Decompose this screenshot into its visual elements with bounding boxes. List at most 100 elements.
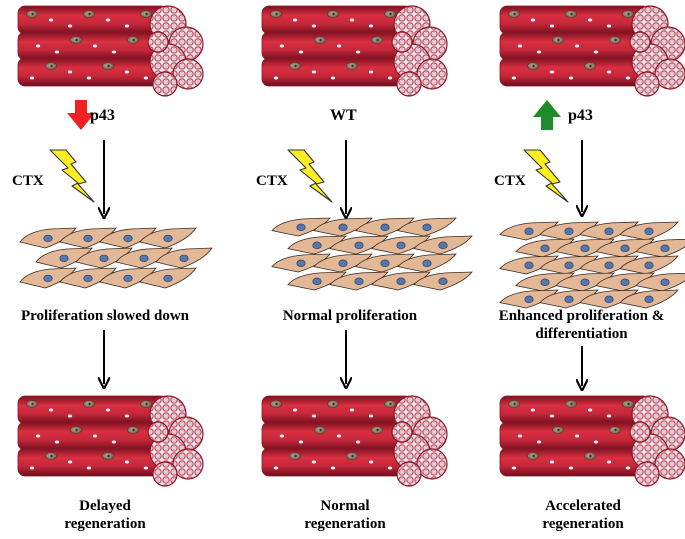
- muscle-fibre: [499, 447, 651, 477]
- lightning-bolt-icon: [49, 149, 95, 203]
- outcome-label-col3-line2: regeneration: [542, 516, 624, 532]
- myoblast-cell: [99, 227, 157, 249]
- proliferation-label-col1: Proliferation slowed down: [20, 308, 190, 324]
- myoblast-cluster-icon: [499, 221, 685, 309]
- myoblast-cell: [619, 221, 679, 241]
- myoblast-cell: [539, 221, 599, 241]
- muscle-fibre: [499, 395, 651, 425]
- myoblast-cell: [99, 267, 157, 289]
- myoblast-cell: [271, 253, 331, 273]
- myoblast-cell: [397, 217, 457, 237]
- myoblast-cell: [499, 221, 559, 241]
- arrow-down-icon: [67, 100, 95, 130]
- muscle-bundle-bottom-icon: [261, 395, 448, 487]
- myoblast-cell: [579, 221, 639, 241]
- muscle-fibre: [261, 5, 413, 35]
- myoblast-cell: [555, 272, 615, 292]
- myoblast-cluster-icon: [271, 217, 473, 291]
- myoblast-cell: [59, 267, 117, 289]
- myoblast-cell: [499, 289, 559, 309]
- myoblast-cell: [19, 267, 77, 289]
- myoblast-cell: [35, 247, 93, 269]
- muscle-fibre: [261, 57, 413, 87]
- condition-label-col2: WT: [330, 107, 357, 124]
- column-low-p43: [17, 5, 213, 487]
- myoblast-cell: [595, 238, 655, 258]
- myoblast-cell: [579, 289, 639, 309]
- arrow-up-icon: [533, 100, 561, 130]
- column-wt: [261, 5, 473, 487]
- muscle-fibre: [17, 395, 169, 425]
- muscle-fibre: [261, 421, 413, 451]
- myoblast-cell: [595, 272, 655, 292]
- myoblast-cell: [19, 227, 77, 249]
- fibre-cross-section: [629, 5, 685, 97]
- muscle-fibre: [17, 5, 169, 35]
- muscle-fibre: [499, 5, 651, 35]
- fibre-cross-section: [391, 395, 448, 487]
- muscle-fibre: [17, 447, 169, 477]
- injury-label-col1: CTX: [12, 173, 44, 189]
- myoblast-cell: [515, 272, 575, 292]
- myoblast-cell: [271, 217, 331, 237]
- myoblast-cell: [139, 227, 197, 249]
- myoblast-cell: [619, 289, 679, 309]
- lightning-bolt-icon: [287, 149, 333, 203]
- myoblast-cell: [371, 271, 431, 291]
- myoblast-cell: [579, 255, 639, 275]
- muscle-fibre: [261, 447, 413, 477]
- proliferation-label-col3-line1: Enhanced proliferation &: [498, 308, 665, 324]
- outcome-label-col2-line1: Normal: [320, 498, 370, 514]
- myoblast-cell: [59, 227, 117, 249]
- muscle-fibre: [261, 395, 413, 425]
- myoblast-cell: [499, 255, 559, 275]
- myoblast-cell: [115, 247, 173, 269]
- proliferation-label-col2: Normal proliferation: [282, 308, 418, 324]
- condition-label-col1: p43: [90, 107, 115, 124]
- muscle-fibre: [499, 57, 651, 87]
- outcome-label-col3-line1: Accelerated: [545, 498, 621, 514]
- fibre-cross-section: [147, 5, 204, 97]
- muscle-bundle-bottom-icon: [499, 395, 685, 487]
- lightning-bolt-icon: [523, 149, 569, 203]
- myoblast-cell: [75, 247, 133, 269]
- fibre-cross-section: [147, 395, 204, 487]
- myoblast-cell: [635, 272, 685, 292]
- myoblast-cell: [355, 217, 415, 237]
- injury-label-col3: CTX: [494, 173, 526, 189]
- proliferation-label-col3-line2: differentiation: [535, 326, 628, 342]
- myoblast-cell: [355, 253, 415, 273]
- fibre-cross-section: [391, 5, 448, 97]
- myoblast-cell: [139, 267, 197, 289]
- myoblast-cluster-icon: [19, 227, 213, 289]
- injury-label-col2: CTX: [256, 173, 288, 189]
- myoblast-cell: [329, 271, 389, 291]
- myoblast-cell: [413, 271, 473, 291]
- column-high-p43: [499, 5, 685, 487]
- myoblast-cell: [287, 271, 347, 291]
- fibre-cross-section: [629, 395, 685, 487]
- myoblast-cell: [313, 217, 373, 237]
- muscle-bundle-top-icon: [261, 5, 448, 97]
- muscle-fibre: [17, 31, 169, 61]
- myoblast-cell: [371, 235, 431, 255]
- muscle-bundle-bottom-icon: [17, 395, 204, 487]
- muscle-fibre: [17, 57, 169, 87]
- outcome-label-col1-line1: Delayed: [79, 498, 131, 514]
- myoblast-cell: [515, 238, 575, 258]
- outcome-label-col2-line2: regeneration: [304, 516, 386, 532]
- myoblast-cell: [539, 255, 599, 275]
- muscle-fibre: [261, 31, 413, 61]
- myoblast-cell: [397, 253, 457, 273]
- myoblast-cell: [155, 247, 213, 269]
- muscle-fibre: [17, 421, 169, 451]
- myoblast-cell: [635, 238, 685, 258]
- myoblast-cell: [287, 235, 347, 255]
- myoblast-cell: [539, 289, 599, 309]
- myoblast-cell: [313, 253, 373, 273]
- myoblast-cell: [413, 235, 473, 255]
- muscle-bundle-top-icon: [499, 5, 685, 97]
- muscle-bundle-top-icon: [17, 5, 204, 97]
